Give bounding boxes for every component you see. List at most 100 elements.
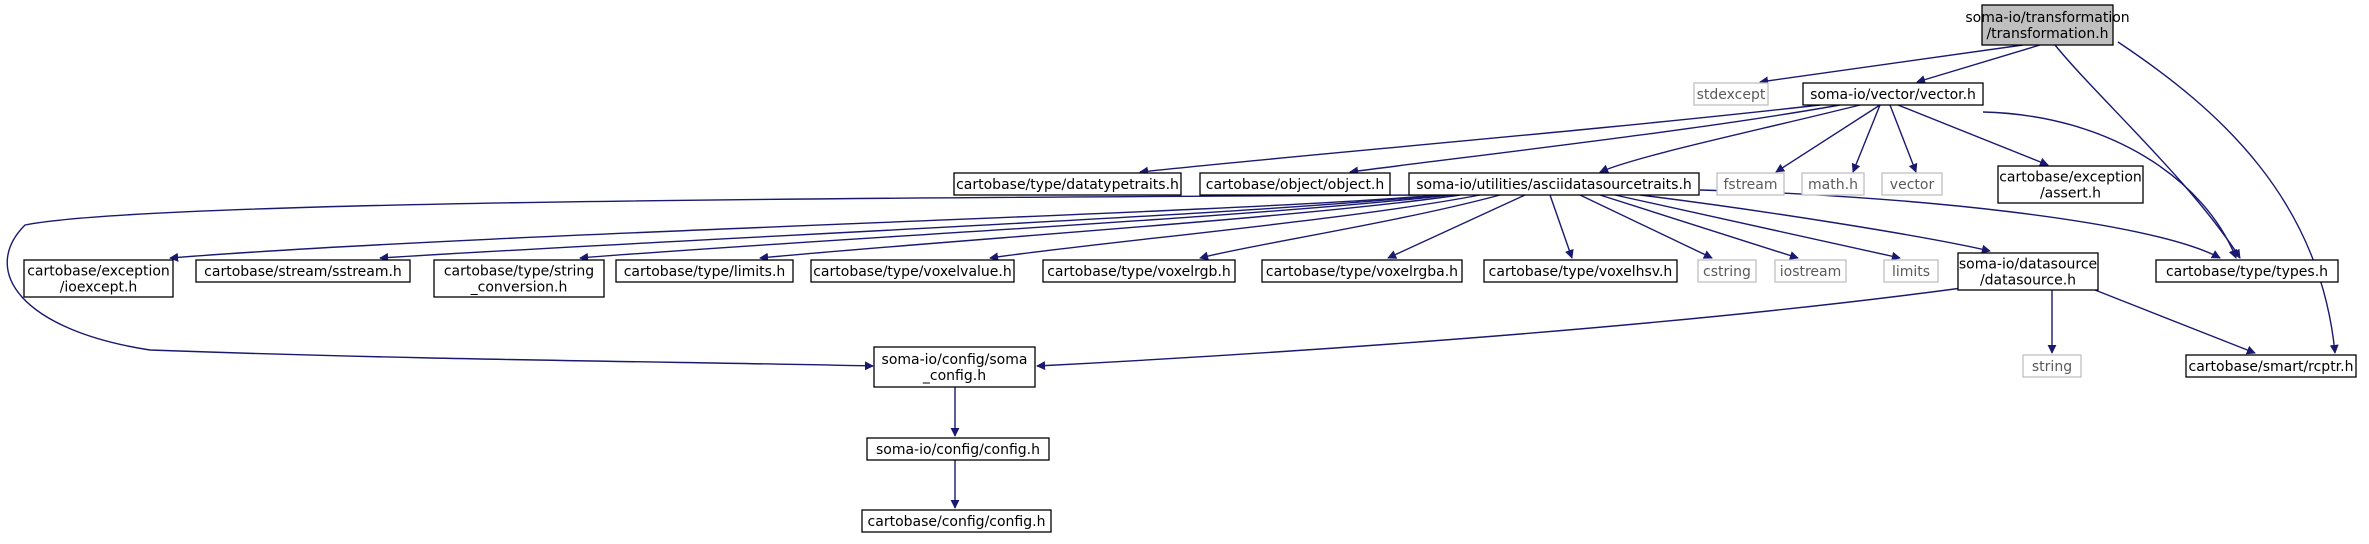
node-label: soma-io/datasource xyxy=(1959,257,2097,273)
node-stdexcept[interactable]: stdexcept xyxy=(1693,82,1769,106)
node-voxelvalue[interactable]: cartobase/type/voxelvalue.h xyxy=(810,259,1015,283)
node-ioexcept[interactable]: cartobase/exception/ioexcept.h xyxy=(23,259,174,298)
node-soma_config[interactable]: soma-io/config/soma_config.h xyxy=(873,346,1036,388)
node-label: iostream xyxy=(1780,264,1842,280)
node-box xyxy=(1483,259,1678,283)
edge-asciitraits-to-datasource xyxy=(1639,194,1991,254)
node-layer: soma-io/transformation/transformation.hs… xyxy=(23,4,2357,533)
node-iostream[interactable]: iostream xyxy=(1774,259,1847,283)
edge-vector_h-to-fstream xyxy=(1775,104,1881,173)
edge-asciitraits-to-voxelrgba xyxy=(1387,194,1526,259)
node-object[interactable]: cartobase/object/object.h xyxy=(1199,172,1391,196)
node-datatypetraits[interactable]: cartobase/type/datatypetraits.h xyxy=(953,172,1182,196)
edge-layer xyxy=(6,41,2339,509)
node-vector_h[interactable]: soma-io/vector/vector.h xyxy=(1802,82,1984,106)
edge-vector_h-to-vector xyxy=(1889,104,1918,173)
node-label: soma-io/config/config.h xyxy=(876,442,1040,458)
node-label: cartobase/type/voxelrgba.h xyxy=(1266,264,1458,280)
node-voxelhsv[interactable]: cartobase/type/voxelhsv.h xyxy=(1483,259,1678,283)
node-box xyxy=(1883,259,1939,283)
node-label: cartobase/smart/rcptr.h xyxy=(2189,359,2354,375)
node-box xyxy=(1042,259,1236,283)
edge-asciitraits-to-iostream xyxy=(1599,194,1799,260)
node-label: math.h xyxy=(1808,177,1858,193)
node-label: /ioexcept.h xyxy=(60,280,138,296)
node-label: cartobase/type/voxelrgb.h xyxy=(1047,264,1231,280)
node-string[interactable]: string xyxy=(2022,354,2082,378)
node-box xyxy=(1408,172,1700,196)
node-box xyxy=(1802,82,1984,106)
node-label: cartobase/type/voxelvalue.h xyxy=(813,264,1012,280)
node-rcptr[interactable]: cartobase/smart/rcptr.h xyxy=(2185,354,2357,378)
node-vector[interactable]: vector xyxy=(1881,172,1943,196)
node-label: cartobase/exception xyxy=(1999,170,2142,186)
node-voxelrgb[interactable]: cartobase/type/voxelrgb.h xyxy=(1042,259,1236,283)
node-asciitraits[interactable]: soma-io/utilities/asciidatasourcetraits.… xyxy=(1408,172,1700,196)
node-box xyxy=(866,437,1050,461)
node-label: vector xyxy=(1890,177,1935,193)
node-box xyxy=(1801,172,1865,196)
node-box xyxy=(810,259,1015,283)
node-label: soma-io/vector/vector.h xyxy=(1810,87,1976,103)
node-box xyxy=(1981,4,2114,46)
edge-asciitraits-to-soma_config xyxy=(6,194,1421,371)
node-assert[interactable]: cartobase/exception/assert.h xyxy=(1997,165,2144,204)
node-label: /transformation.h xyxy=(1986,26,2108,42)
node-box xyxy=(1693,82,1769,106)
edge-transformation-to-types xyxy=(2054,44,2241,259)
node-label: cartobase/type/voxelhsv.h xyxy=(1489,264,1673,280)
node-cb_config[interactable]: cartobase/config/config.h xyxy=(861,509,1052,533)
node-label: soma-io/config/soma xyxy=(882,352,1028,368)
node-config_h[interactable]: soma-io/config/config.h xyxy=(866,437,1050,461)
node-voxelrgba[interactable]: cartobase/type/voxelrgba.h xyxy=(1261,259,1463,283)
node-sstream[interactable]: cartobase/stream/sstream.h xyxy=(195,259,411,283)
node-box xyxy=(433,259,605,298)
node-label: _conversion.h xyxy=(470,280,568,296)
node-cstring[interactable]: cstring xyxy=(1697,259,1757,283)
node-label: cartobase/type/string xyxy=(444,264,594,280)
node-box xyxy=(1881,172,1943,196)
edge-asciitraits-to-string_conv xyxy=(579,194,1451,262)
node-limits[interactable]: limits xyxy=(1883,259,1939,283)
node-math[interactable]: math.h xyxy=(1801,172,1865,196)
node-box xyxy=(1697,259,1757,283)
edge-datasource-to-rcptr xyxy=(2094,289,2256,355)
node-label: /assert.h xyxy=(2040,186,2101,202)
edge-vector_h-to-asciitraits xyxy=(1599,104,1861,173)
edge-asciitraits-to-types xyxy=(1699,189,2221,259)
edge-asciitraits-to-cstring xyxy=(1579,194,1713,259)
node-label: limits xyxy=(1892,264,1930,280)
node-fstream[interactable]: fstream xyxy=(1716,172,1785,196)
node-string_conv[interactable]: cartobase/type/string_conversion.h xyxy=(433,259,605,298)
node-label: cartobase/stream/sstream.h xyxy=(204,264,402,280)
node-datasource[interactable]: soma-io/datasource/datasource.h xyxy=(1957,252,2099,291)
node-label: /datasource.h xyxy=(1980,273,2076,289)
node-limits_h[interactable]: cartobase/type/limits.h xyxy=(615,259,794,283)
node-box xyxy=(2185,354,2357,378)
node-box xyxy=(2155,259,2339,283)
node-box xyxy=(873,346,1036,388)
edge-transformation-to-stdexcept xyxy=(1759,44,2024,86)
edge-asciitraits-to-sstream xyxy=(379,194,1441,262)
node-label: cstring xyxy=(1703,264,1751,280)
node-label: fstream xyxy=(1724,177,1778,193)
node-label: string xyxy=(2032,359,2072,375)
edge-asciitraits-to-voxelhsv xyxy=(1549,194,1574,259)
edge-asciitraits-to-ioexcept xyxy=(169,194,1441,262)
node-label: cartobase/config/config.h xyxy=(868,514,1046,530)
edge-transformation-to-rcptr xyxy=(2117,41,2339,354)
node-transformation[interactable]: soma-io/transformation/transformation.h xyxy=(1965,4,2130,46)
node-label: soma-io/transformation xyxy=(1965,10,2129,26)
edge-asciitraits-to-voxelrgb xyxy=(1199,194,1501,261)
node-label: soma-io/utilities/asciidatasourcetraits.… xyxy=(1416,177,1692,193)
edge-vector_h-to-datatypetraits xyxy=(1139,104,1821,176)
node-box xyxy=(1997,165,2144,204)
node-types[interactable]: cartobase/type/types.h xyxy=(2155,259,2339,283)
node-label: _config.h xyxy=(922,368,986,384)
edge-vector_h-to-assert xyxy=(1897,104,2049,167)
node-label: cartobase/exception xyxy=(27,264,170,280)
node-box xyxy=(1261,259,1463,283)
node-box xyxy=(2022,354,2082,378)
node-box xyxy=(615,259,794,283)
